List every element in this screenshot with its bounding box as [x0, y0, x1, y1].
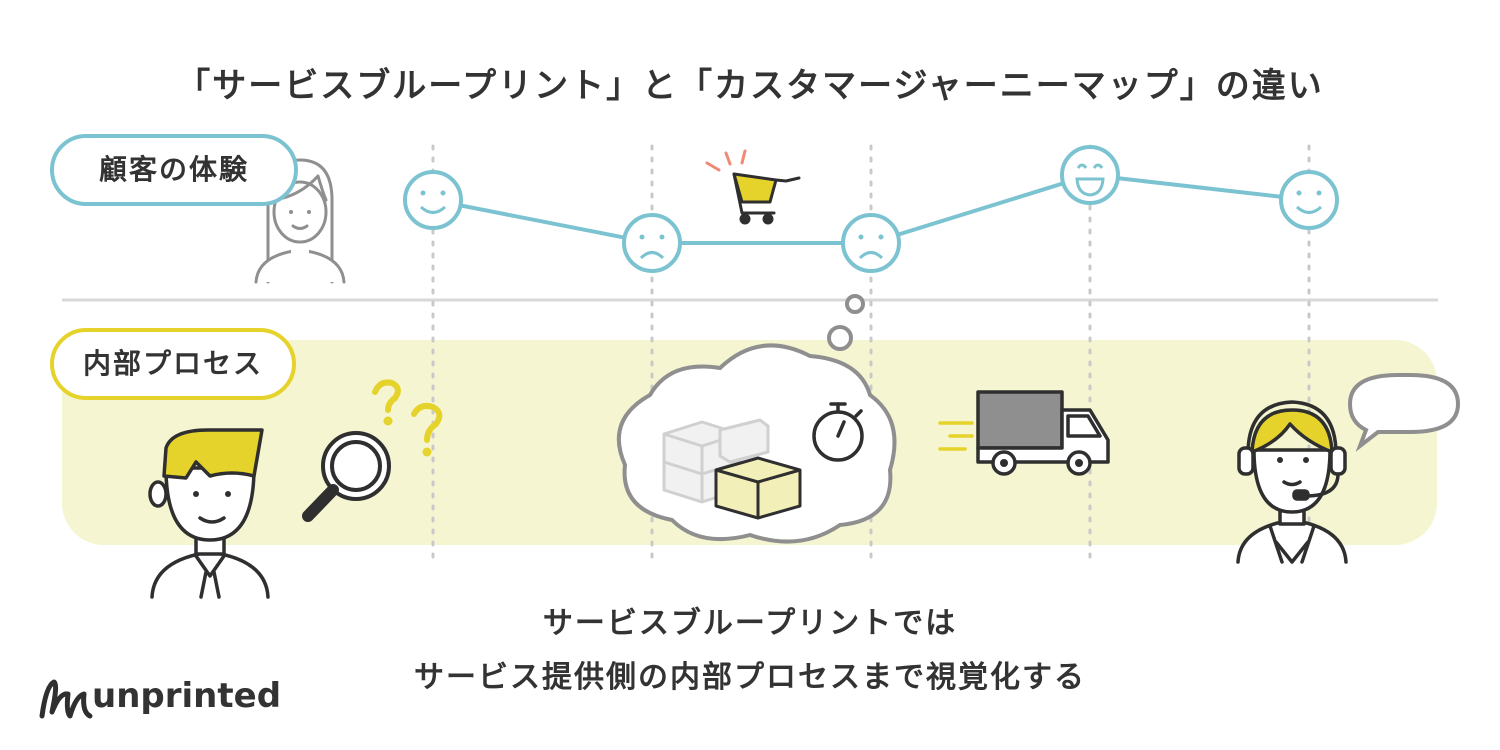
process-row-label: 内部プロセス — [50, 328, 296, 400]
sad-icon — [841, 213, 901, 273]
staff-man-icon — [148, 428, 270, 599]
brand-name: unprinted — [92, 676, 282, 716]
question-icon — [372, 379, 443, 457]
sad-icon — [622, 213, 682, 273]
page-title: 「サービスブループリント」と「カスタマージャーニーマップ」の違い — [176, 66, 1324, 106]
stopwatch-icon — [812, 402, 864, 462]
smile-icon — [403, 170, 463, 230]
caption-line-2: サービス提供側の内部プロセスまで視覚化する — [414, 660, 1086, 695]
experience-row-label: 顧客の体験 — [50, 134, 298, 206]
happy-icon — [1060, 145, 1120, 205]
truck-icon — [938, 390, 1110, 476]
magnifier-icon — [302, 431, 391, 522]
cart-icon — [705, 149, 801, 225]
box-icon — [662, 418, 802, 520]
headset-operator-icon — [1236, 400, 1348, 564]
caption-line-1: サービスブループリントでは — [542, 606, 958, 641]
brand-logo-mark — [39, 679, 93, 719]
smile-icon — [1279, 170, 1339, 230]
speech-bubble-icon — [1347, 373, 1461, 452]
